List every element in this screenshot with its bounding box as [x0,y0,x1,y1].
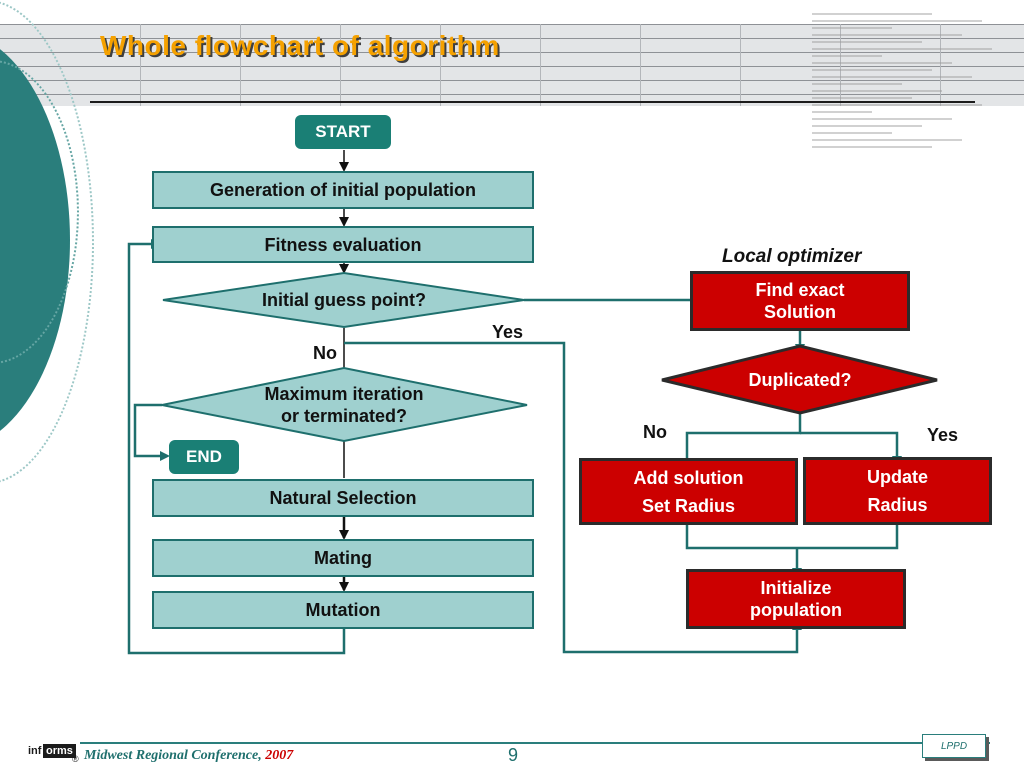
initialize-population-box: Initialize population [686,569,906,629]
maxiter-label: Maximum iteration or terminated? [200,381,488,429]
generation-box: Generation of initial population [152,171,534,209]
header-grid-line [640,24,641,106]
header-grid-line [740,24,741,106]
merge-connector [685,524,899,550]
header-grid-line [940,24,941,106]
find-solution-box: Find exact Solution [690,271,910,331]
selection-box: Natural Selection [152,479,534,517]
informs-logo: inf orms [28,744,76,761]
maxiter-line-1: Maximum iteration [264,384,424,404]
header-grid-line [0,52,1024,53]
header-grid-line [840,24,841,106]
logo-text-orms: orms [43,744,76,758]
arrowhead [160,451,170,461]
fitness-box: Fitness evaluation [152,226,534,263]
header-grid-line [140,24,141,106]
maxiter-line-2: or terminated? [280,406,408,426]
slide-title: Whole flowchart of algorithm [100,30,500,61]
local-optimizer-heading: Local optimizer [722,246,862,267]
conference-year: 2007 [265,748,294,763]
update-radius-box: Update Radius [803,457,992,525]
duplicated-diamond [661,344,938,415]
loop-back-connector [127,242,346,655]
faint-background-text [812,8,1012,158]
conference-footer: Midwest Regional Conference, 2007 [84,748,293,764]
header-grid-line [0,80,1024,81]
header-grid-line [0,66,1024,67]
header-grid-line [540,24,541,106]
header-grid-line [340,24,341,106]
update-line-2: Radius [867,495,928,515]
duplicated-no-label: No [643,422,667,442]
header-grid-line [240,24,241,106]
header-grid-line [440,24,441,106]
registered-mark: ® [72,754,79,764]
page-number: 9 [508,745,519,765]
header-grid-line [0,94,1024,95]
init-return-connector [344,341,799,654]
add-line-2: Set Radius [641,495,736,516]
guess-label: Initial guess point? [261,290,426,310]
maxiter-diamond [161,366,528,443]
guess-no-label: No [313,343,337,363]
init-line-2: population [750,600,842,620]
maxiter-to-end-connector [133,403,162,458]
duplicated-no-connector [685,410,802,458]
header-band [0,24,1024,106]
start-terminal: START [295,115,391,149]
duplicated-yes-connector [800,431,899,456]
mutation-box: Mutation [152,591,534,629]
header-grid-line [0,38,1024,39]
find-line-2: Solution [764,302,836,322]
header-grid-line [0,24,1024,25]
mating-box: Mating [152,539,534,577]
update-line-1: Update [866,467,928,487]
guess-diamond [162,271,525,329]
duplicated-yes-label: Yes [927,425,959,445]
add-solution-box: Add solution Set Radius [579,458,798,525]
conference-name: Midwest Regional Conference, [84,748,262,763]
logo-text-inf: inf [28,745,42,757]
init-line-1: Initialize [760,578,832,598]
guess-yes-label: Yes [492,322,524,342]
find-line-1: Find exact [755,280,845,300]
duplicated-label: Duplicated? [748,370,852,390]
end-terminal: END [169,440,239,474]
footer-rule [80,742,990,744]
title-underline [90,101,975,103]
add-line-1: Add solution [633,467,744,488]
lppd-badge: LPPD [922,734,986,758]
